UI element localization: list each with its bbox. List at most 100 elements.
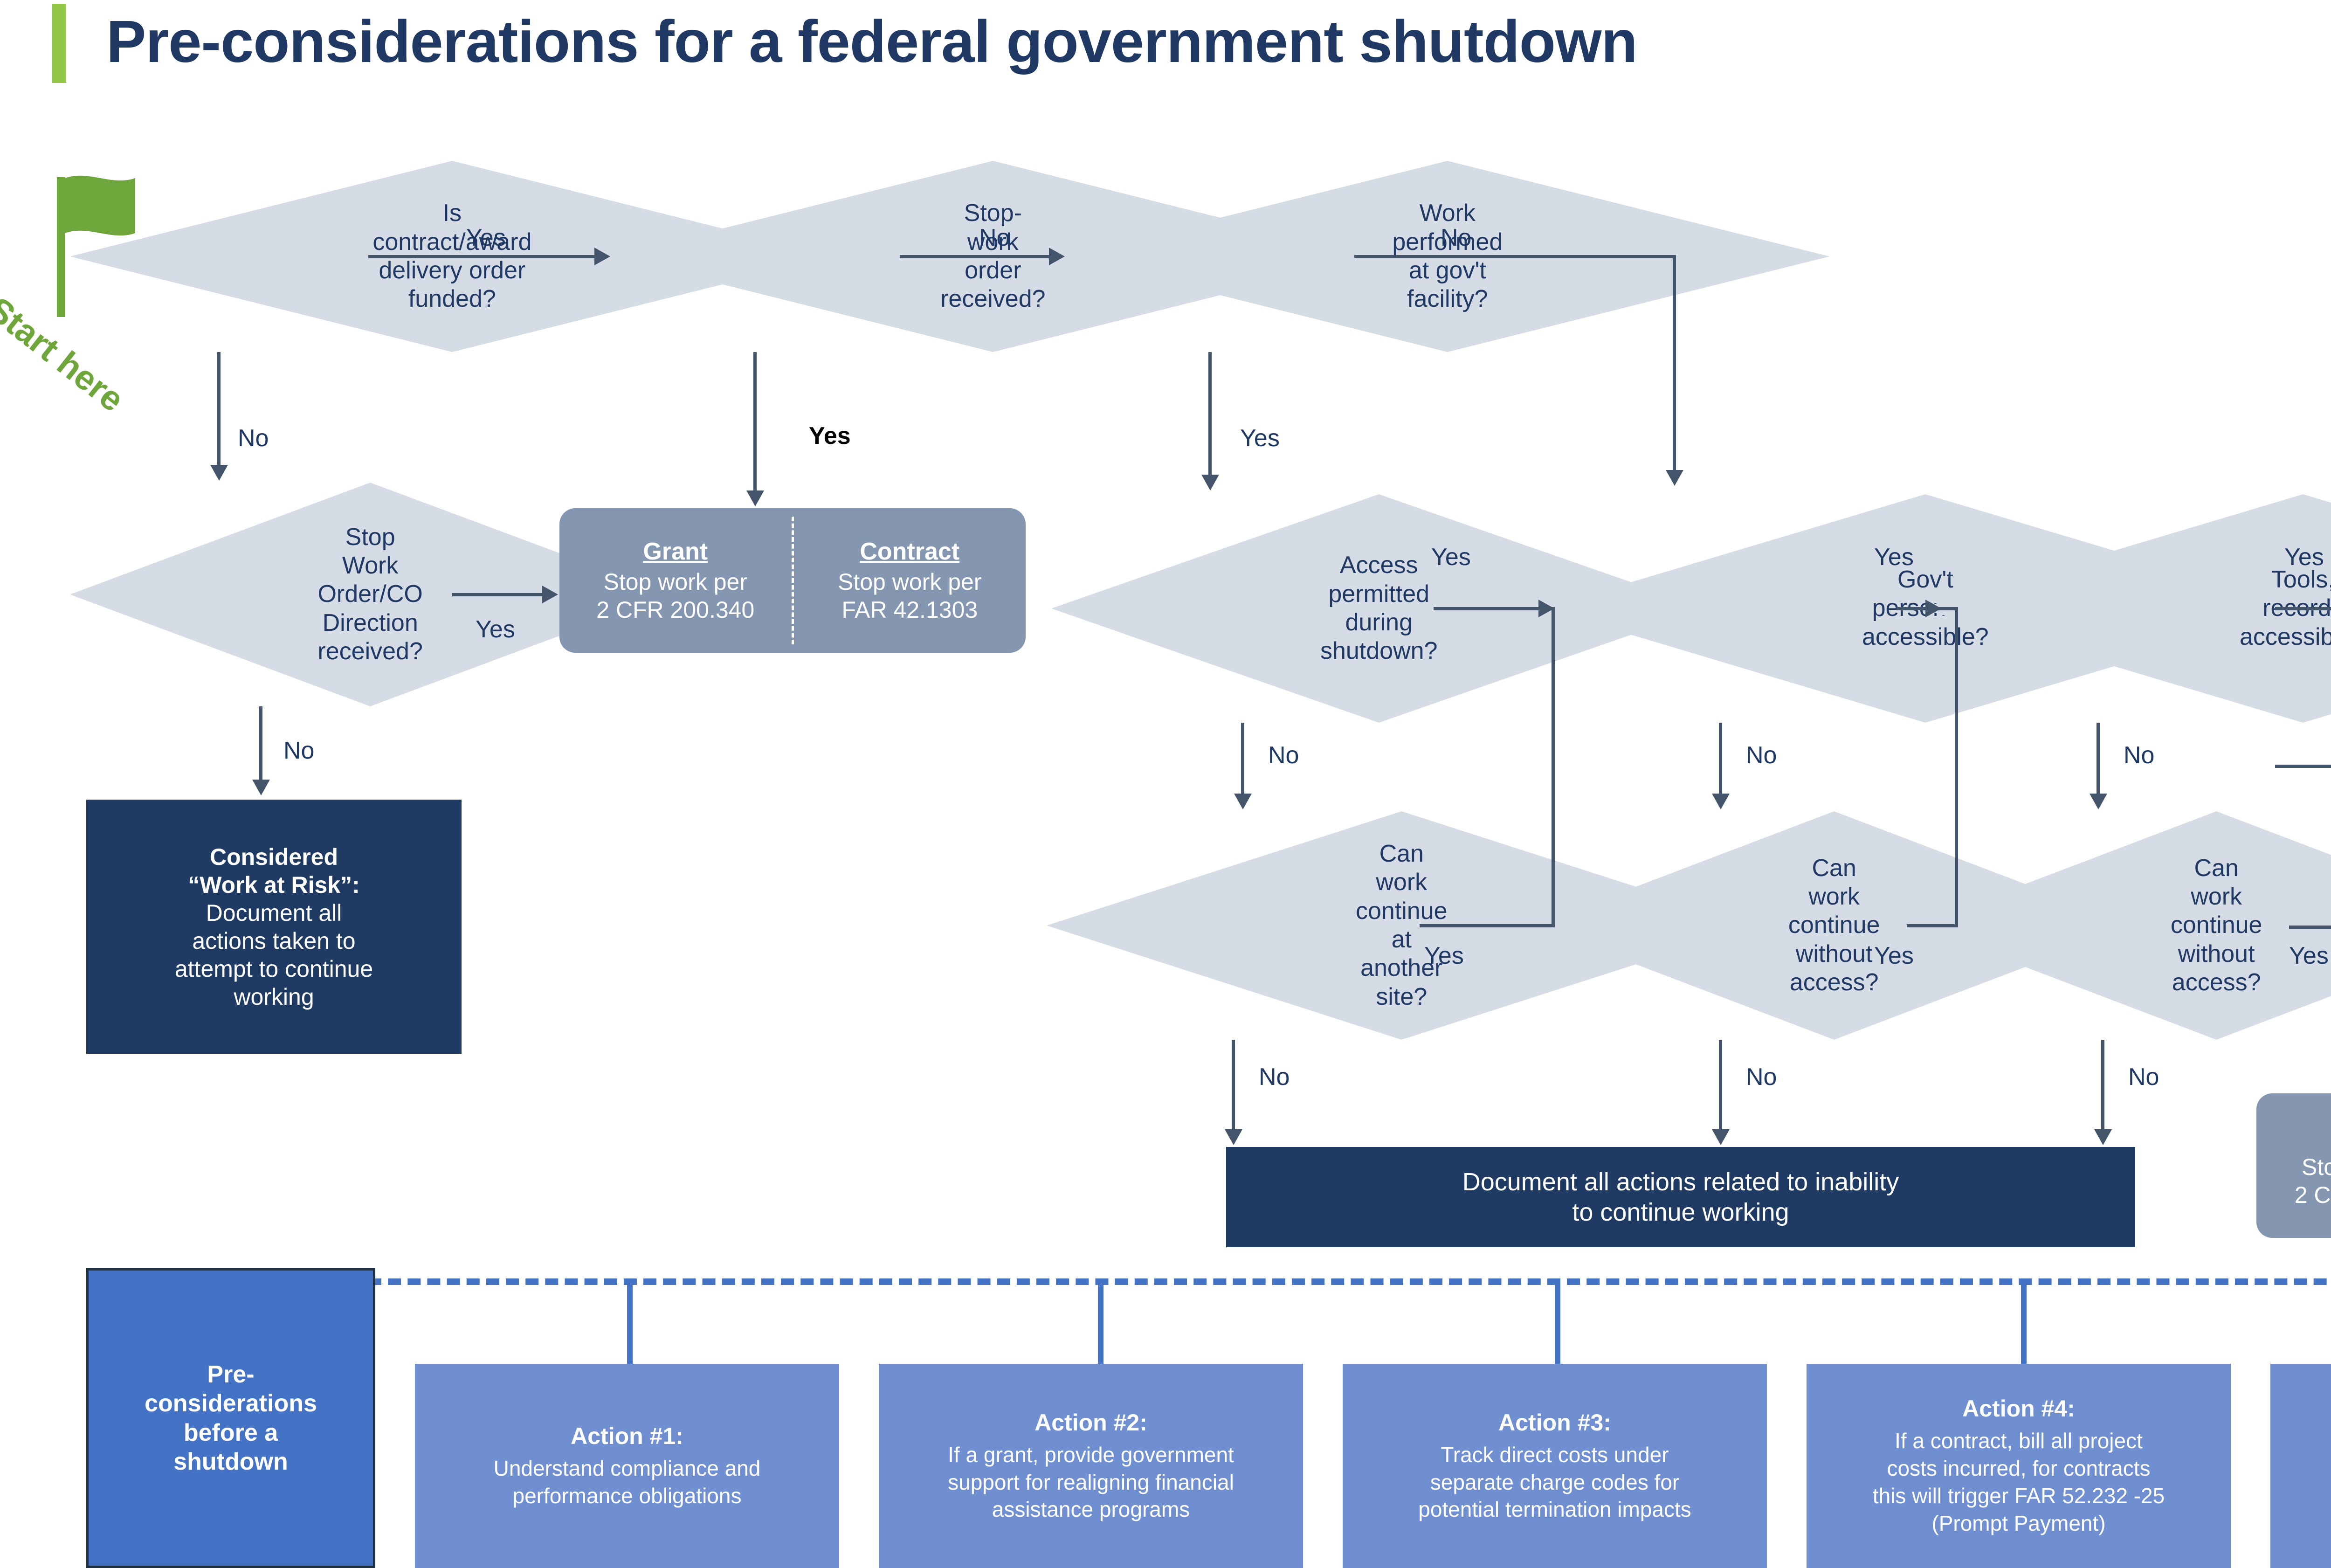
arrowhead-d2-d3 (1049, 248, 1065, 265)
action-card-4: Action #4: If a contract, bill all proje… (1807, 1364, 2231, 1568)
connector-d3-d6-v (1673, 255, 1676, 472)
grant-line2-top: 2 CFR 200.340 (596, 597, 755, 623)
connector-d1-d4 (217, 352, 221, 466)
work-at-risk-line2: “Work at Risk”: (188, 871, 360, 898)
action-2-title: Action #2: (1034, 1409, 1147, 1436)
connector-d9-join-v (1955, 607, 1958, 927)
edge-label-d9-yes: Yes (1874, 942, 1914, 969)
edge-label-d6-no: No (1746, 742, 1777, 769)
connector-d7-d10 (2097, 723, 2100, 795)
connector-d2-d3 (900, 255, 1049, 258)
rail-drop-3 (1555, 1278, 1560, 1372)
connector-d2-grantcontract (753, 352, 757, 492)
connector-d5-d8 (1241, 723, 1244, 795)
edge-label-d4-yes: Yes (476, 616, 515, 643)
connector-d10-keep-h (2289, 926, 2331, 929)
connector-join-keepworking (2275, 765, 2331, 768)
edge-label-d10-yes: Yes (2289, 942, 2329, 969)
connector-d9-join-h (1907, 924, 1958, 927)
decision-continue-another-site-label: Can work continue at another site? (1355, 840, 1448, 1010)
grant-line1-bottom: Stop work per (2302, 1154, 2331, 1181)
action-1-line1: Understand compliance and (493, 1456, 761, 1481)
decision-contract-funded-label: Is contract/award delivery order funded? (372, 200, 532, 313)
arrowhead-d5-d8 (1234, 794, 1252, 809)
connector-d7-keep-h (2275, 607, 2331, 610)
pre-considerations-line4: shutdown (173, 1448, 288, 1475)
action-4-line4: (Prompt Payment) (1931, 1511, 2106, 1535)
document-actions-line1: Document all actions related to inabilit… (1462, 1167, 1899, 1196)
decision-tools-records-accessible-label: Tools, records accessible? (2239, 566, 2331, 650)
edge-label-d3-yes: Yes (1240, 425, 1280, 452)
edge-label-d4-no: No (283, 737, 315, 764)
arrowhead-d8-document (1225, 1129, 1242, 1145)
connector-d4-grantcontract (452, 593, 543, 596)
rail-drop-4 (2021, 1278, 2027, 1372)
action-4-line2: costs incurred, for contracts (1887, 1456, 2151, 1481)
document-actions-line2: to continue working (1572, 1198, 1789, 1226)
decision-stop-work-order-received-label: Stop-work order received? (940, 200, 1046, 313)
pre-considerations-line3: before a (183, 1419, 278, 1446)
edge-label-d1-no: No (238, 425, 269, 452)
arrowhead-d3-d6 (1666, 470, 1683, 486)
action-card-3: Action #3: Track direct costs under sepa… (1343, 1364, 1767, 1568)
connector-d3-d6-h (1354, 255, 1676, 258)
arrowhead-d6-d7 (1925, 600, 1941, 617)
edge-label-d2-no: No (979, 224, 1010, 251)
arrowhead-d2-grantcontract (746, 490, 764, 506)
grant-line1-top: Stop work per (603, 569, 747, 595)
green-flag-icon (57, 175, 135, 317)
decision-work-at-govt-facility-label: Work performed at gov't facility? (1392, 200, 1503, 313)
work-at-risk-box: Considered “Work at Risk”: Document all … (86, 800, 462, 1054)
grant-contract-box-top: Grant Stop work per 2 CFR 200.340 Contra… (559, 508, 1026, 653)
action-card-5: Action #5: If a contract, refer to FAR 4… (2270, 1364, 2331, 1568)
work-at-risk-line5: attempt to continue (174, 955, 373, 982)
action-3-line1: Track direct costs under (1441, 1442, 1669, 1467)
arrowhead-d9-document (1712, 1129, 1730, 1145)
title-accent-bar (52, 4, 66, 83)
arrowhead-d6-d9 (1712, 794, 1730, 809)
pre-considerations-line2: considerations (145, 1390, 317, 1417)
action-3-title: Action #3: (1498, 1409, 1611, 1436)
connector-d10-document (2101, 1040, 2104, 1131)
action-1-title: Action #1: (571, 1423, 683, 1450)
action-3-line3: potential termination impacts (1418, 1497, 1691, 1522)
grant-contract-box-bottom: Grant Stop work per 2 CFR 200.340 Contra… (2256, 1093, 2331, 1238)
document-actions-bar: Document all actions related to inabilit… (1226, 1147, 2135, 1247)
arrowhead-d3-d5 (1201, 475, 1219, 490)
arrowhead-d10-document (2094, 1129, 2112, 1145)
edge-label-d7-no: No (2124, 742, 2155, 769)
decision-continue-without-personnel-access-label: Can work continue without access? (1788, 854, 1880, 996)
edge-label-d1-yes: Yes (466, 224, 506, 251)
action-2-line1: If a grant, provide government (948, 1442, 1234, 1467)
page-title: Pre-considerations for a federal governm… (106, 8, 1638, 75)
connector-d3-d5 (1208, 352, 1212, 476)
grant-half-top: Grant Stop work per 2 CFR 200.340 (559, 537, 792, 624)
arrowhead-d1-d4 (210, 465, 228, 481)
edge-label-d9-no: No (1746, 1064, 1777, 1091)
edge-label-d8-yes: Yes (1424, 942, 1464, 969)
edge-label-d7-yes: Yes (2284, 544, 2324, 571)
connector-d8-join-h (1420, 924, 1555, 927)
grant-line2-bottom: 2 CFR 200.340 (2294, 1182, 2331, 1209)
work-at-risk-line4: actions taken to (192, 927, 356, 954)
pre-considerations-box: Pre- considerations before a shutdown (86, 1268, 375, 1568)
connector-d1-d2 (368, 255, 594, 258)
action-2-line3: assistance programs (992, 1497, 1190, 1522)
arrowhead-d4-workatrisk (252, 780, 270, 795)
contract-half-top: Contract Stop work per FAR 42.1303 (794, 537, 1026, 624)
edge-label-d8-no: No (1259, 1064, 1290, 1091)
action-card-2: Action #2: If a grant, provide governmen… (879, 1364, 1303, 1568)
edge-label-d10-no: No (2128, 1064, 2159, 1091)
edge-label-d6-yes: Yes (1874, 544, 1914, 571)
action-4-title: Action #4: (1962, 1395, 2075, 1422)
edge-label-d5-no: No (1268, 742, 1299, 769)
grant-contract-divider-top (791, 517, 794, 644)
rail-drop-2 (1098, 1278, 1103, 1372)
contract-line2-top: FAR 42.1303 (841, 597, 978, 623)
decision-continue-without-tools-access[interactable]: Can work continue without access? (1916, 811, 2331, 1040)
connector-d5-d6 (1434, 607, 1555, 610)
decision-access-permitted-label: Access permitted during shutdown? (1320, 552, 1438, 665)
connector-d4-workatrisk (259, 706, 262, 781)
start-flag-wrapper (47, 173, 159, 326)
action-4-line3: this will trigger FAR 52.232 -25 (1872, 1484, 2165, 1508)
